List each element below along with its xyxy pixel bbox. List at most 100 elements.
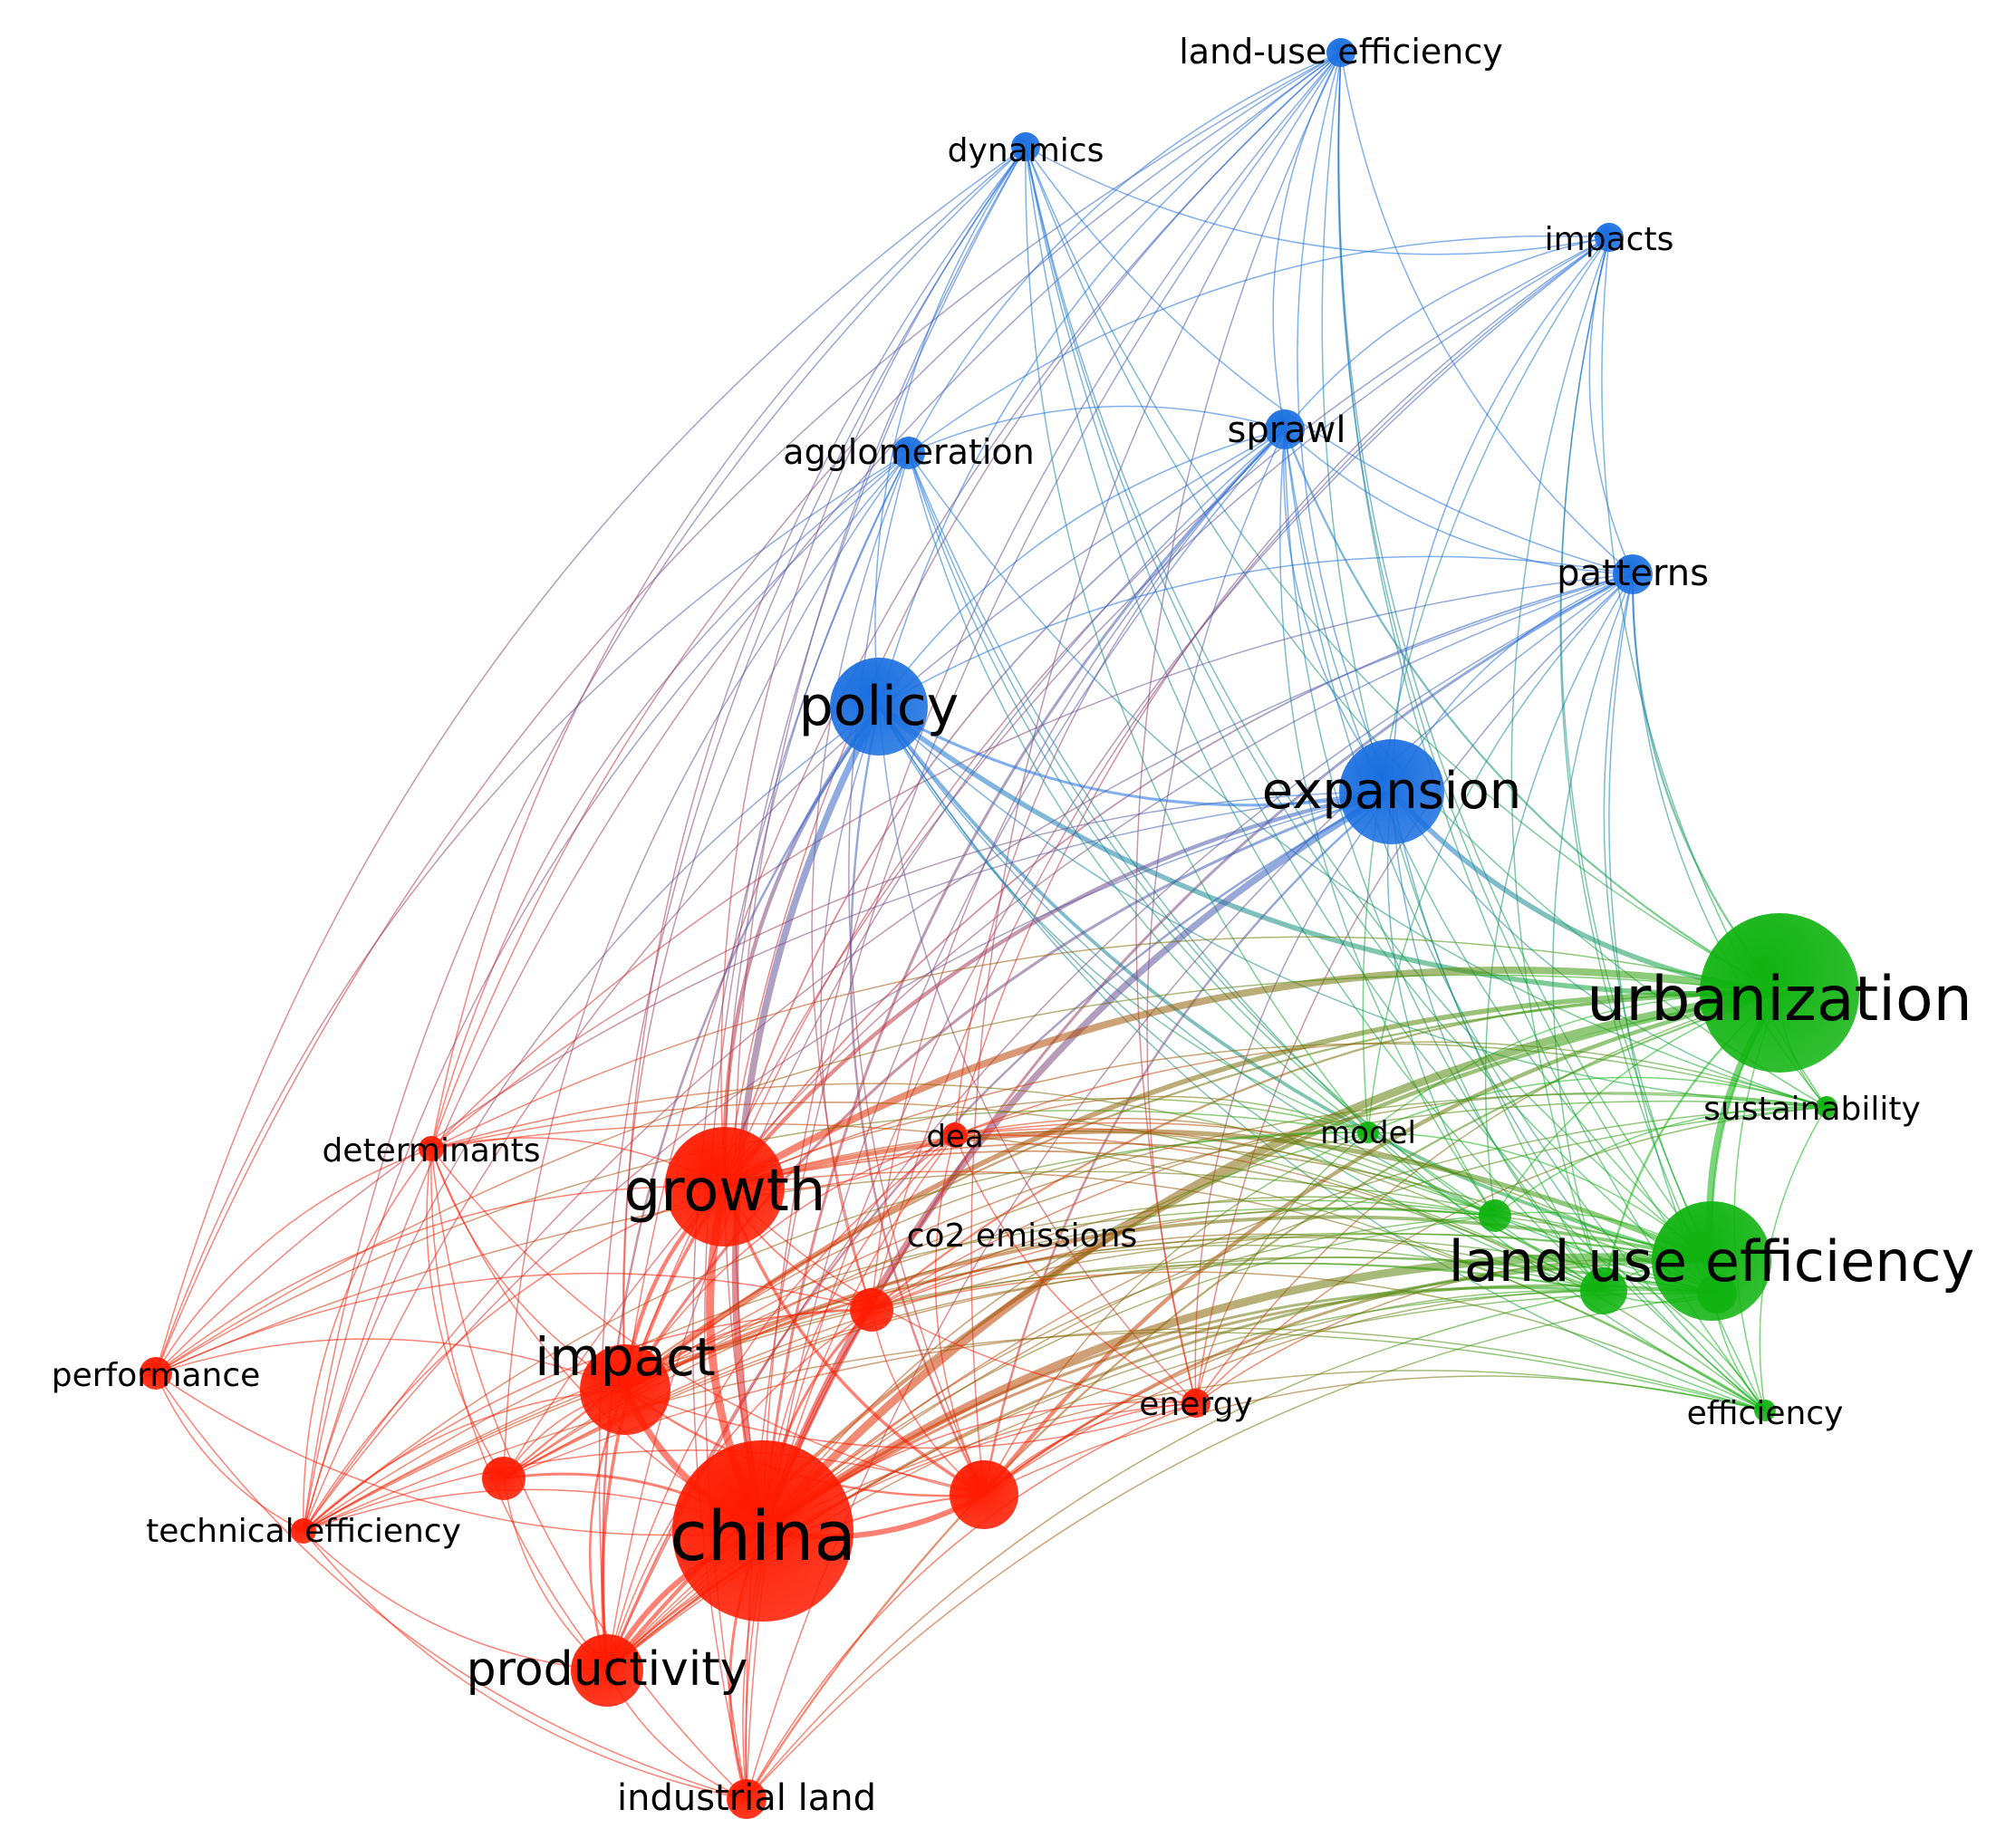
link-energy-industrial-land [746, 1402, 1197, 1800]
link-sprawl-dea [954, 428, 1286, 1136]
node-land-use-efficiency-top[interactable] [1326, 38, 1355, 67]
node-technical-efficiency[interactable] [291, 1518, 316, 1544]
link-green-a-co2-emissions [871, 1196, 1496, 1311]
node-impact[interactable] [580, 1344, 670, 1435]
link-agglomeration-impact [622, 452, 910, 1391]
node-industrial-land[interactable] [727, 1779, 767, 1819]
link-efficiency-determinants [430, 1122, 1766, 1411]
node-china[interactable] [672, 1440, 854, 1622]
label-policy: policy [799, 675, 960, 738]
link-growth-technical-efficiency [303, 1186, 726, 1532]
node-green-a[interactable] [1479, 1199, 1511, 1232]
node-green-b[interactable] [1580, 1267, 1627, 1314]
link-urbanization-performance [155, 974, 1780, 1374]
link-patterns-policy [878, 555, 1634, 707]
link-agglomeration-technical-efficiency [303, 452, 910, 1532]
label-energy: energy [1139, 1386, 1252, 1423]
link-sprawl-agglomeration [908, 405, 1286, 454]
label-sustainability: sustainability [1703, 1091, 1921, 1128]
link-land-use-efficiency-top-energy [1135, 52, 1342, 1404]
link-model-china [762, 1131, 1369, 1532]
node-policy[interactable] [830, 658, 928, 756]
link-policy-model [878, 706, 1369, 1133]
node-land-use-efficiency[interactable] [1652, 1201, 1771, 1321]
link-green-c-dea [954, 1121, 1718, 1295]
link-dynamics-determinants [430, 146, 1027, 1150]
link-model-dea [954, 1095, 1369, 1136]
link-green-c-china [762, 1284, 1718, 1533]
label-model: model [1320, 1115, 1416, 1151]
link-agglomeration-determinants [430, 452, 910, 1150]
link-dynamics-green-b [1025, 146, 1605, 1292]
label-efficiency: efficiency [1687, 1395, 1844, 1432]
node-green-c[interactable] [1697, 1274, 1737, 1314]
node-expansion[interactable] [1339, 739, 1444, 844]
link-agglomeration-performance [155, 452, 910, 1374]
node-co2-emissions[interactable] [850, 1288, 893, 1332]
node-productivity[interactable] [571, 1634, 643, 1707]
link-sustainability-dea [954, 1041, 1828, 1136]
link-model-energy [1195, 1131, 1369, 1404]
node-determinants[interactable] [419, 1136, 444, 1161]
node-model[interactable] [1357, 1121, 1379, 1143]
link-performance-technical-efficiency [155, 1372, 304, 1532]
label-impacts: impacts [1545, 221, 1674, 258]
node-dynamics[interactable] [1011, 132, 1040, 161]
link-agglomeration-red-a [503, 452, 910, 1479]
link-performance-china [155, 1372, 764, 1536]
link-expansion-red-b [982, 791, 1393, 1496]
node-sprawl[interactable] [1265, 409, 1305, 449]
link-growth-performance [155, 1185, 726, 1374]
link-sprawl-technical-efficiency [303, 428, 1286, 1532]
link-green-c-red-b [983, 1289, 1718, 1496]
link-green-a-growth [724, 1130, 1496, 1217]
node-red-a[interactable] [482, 1457, 526, 1500]
link-efficiency-growth [724, 1170, 1766, 1411]
link-urbanization-red-a [503, 991, 1780, 1479]
node-sustainability[interactable] [1816, 1096, 1837, 1118]
link-land-use-efficiency-top-china [762, 52, 1342, 1532]
label-agglomeration: agglomeration [783, 432, 1034, 472]
link-urbanization-energy [1195, 992, 1780, 1404]
node-energy[interactable] [1181, 1389, 1210, 1418]
link-policy-energy [878, 706, 1197, 1404]
node-growth[interactable] [665, 1127, 785, 1246]
link-agglomeration-red-b [848, 452, 985, 1496]
label-impact: impact [535, 1326, 716, 1388]
node-efficiency[interactable] [1754, 1400, 1776, 1421]
link-model-impact [624, 1131, 1369, 1391]
node-urbanization[interactable] [1700, 913, 1859, 1073]
label-industrial-land: industrial land [617, 1777, 876, 1819]
node-performance[interactable] [140, 1357, 172, 1390]
node-agglomeration[interactable] [892, 437, 925, 469]
link-land-use-efficiency-top-determinants [430, 52, 1342, 1150]
link-green-a-determinants [430, 1083, 1496, 1217]
node-patterns[interactable] [1613, 554, 1653, 594]
link-impact-performance [155, 1338, 626, 1391]
label-urbanization: urbanization [1586, 964, 1972, 1035]
link-impact-technical-efficiency [303, 1389, 626, 1532]
link-agglomeration-co2-emissions [811, 452, 910, 1311]
link-policy-urbanization [877, 704, 1780, 997]
link-impacts-sprawl [1284, 236, 1610, 430]
node-impacts[interactable] [1595, 223, 1624, 252]
link-technical-efficiency-industrial-land [303, 1530, 747, 1800]
node-dea[interactable] [942, 1122, 968, 1148]
link-patterns-determinants [430, 573, 1634, 1150]
link-land-use-efficiency-top-technical-efficiency [303, 52, 1342, 1532]
link-sprawl-policy [878, 428, 1286, 707]
link-sprawl-green-b [1284, 428, 1605, 1292]
link-dea-energy [954, 1134, 1197, 1404]
link-sustainability-growth [724, 1043, 1828, 1188]
link-sprawl-productivity [606, 428, 1286, 1671]
link-growth-energy [724, 1186, 1197, 1404]
link-dea-productivity [606, 1134, 956, 1671]
link-dynamics-patterns [1025, 146, 1634, 575]
link-urbanization-red-b [982, 990, 1780, 1497]
node-red-b[interactable] [950, 1460, 1018, 1529]
link-dynamics-green-c [1025, 146, 1718, 1295]
link-patterns-technical-efficiency [303, 573, 1634, 1532]
link-green-a-impact [624, 1199, 1496, 1391]
link-impacts-green-b [1510, 236, 1610, 1292]
